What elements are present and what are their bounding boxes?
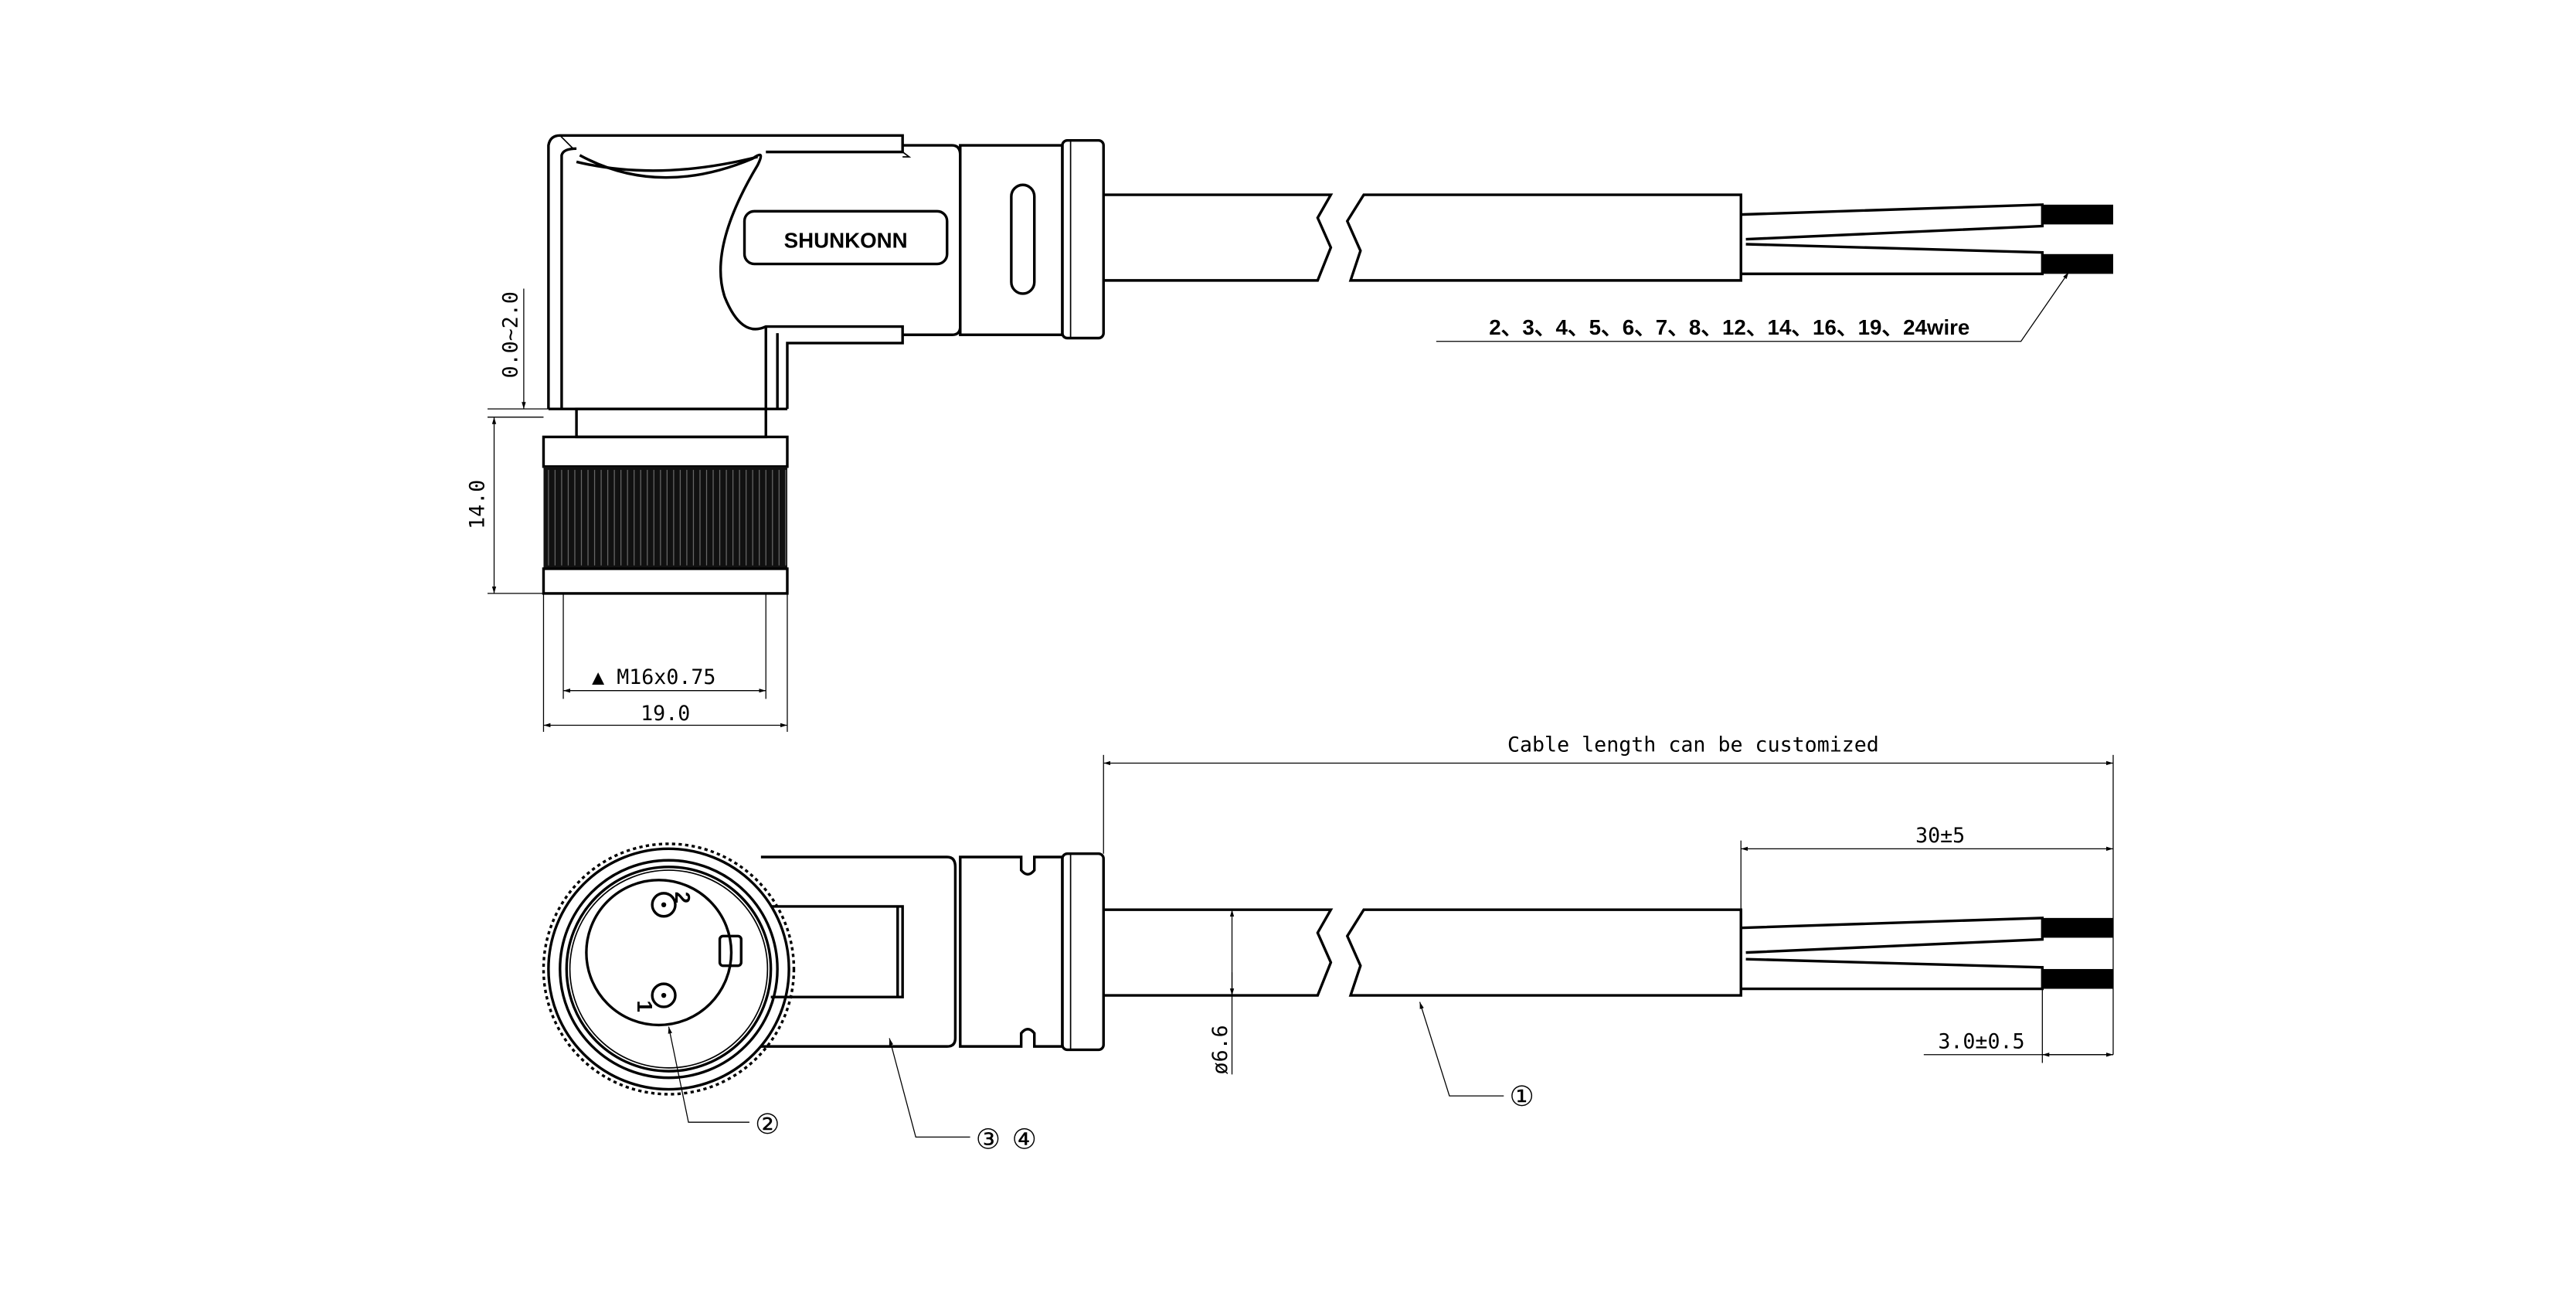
width-dimension: 19.0	[641, 702, 690, 726]
strip-length-dimension: 30±5	[1915, 824, 1965, 848]
cable-length-note: Cable length can be customized	[1507, 733, 1879, 757]
wire-end	[2042, 968, 2113, 989]
balloon-3: ③	[976, 1123, 1001, 1155]
balloon-2: ②	[755, 1108, 780, 1140]
balloon-4: ④	[1012, 1123, 1037, 1155]
knurled-nut	[543, 466, 787, 569]
brand-logo: SHUNKONN	[784, 228, 908, 252]
wire-end	[2042, 253, 2113, 274]
top-view-connector: SHUNKONN 2、3、4、5、6、7、8、12、14、16、19、24wir…	[466, 134, 2113, 732]
thread-dimension: ▲ M16x0.75	[592, 665, 715, 689]
wire-end	[2042, 204, 2113, 225]
wire-options-label: 2、3、4、5、6、7、8、12、14、16、19、24wire	[1489, 315, 1969, 339]
gap-dimension: 0.0~2.0	[498, 291, 522, 378]
tin-length-dimension: 3.0±0.5	[1938, 1029, 2024, 1053]
bottom-view-connector: 2 1 Cable length can be customized 30±5 …	[542, 733, 2114, 1155]
balloon-1: ①	[1509, 1080, 1534, 1112]
pin-label-1: 1	[633, 1000, 657, 1012]
wire-end	[2042, 917, 2113, 938]
pin-label-2: 2	[671, 892, 695, 903]
diameter-dimension: ø6.6	[1208, 1025, 1232, 1074]
height-dimension: 14.0	[466, 480, 490, 529]
